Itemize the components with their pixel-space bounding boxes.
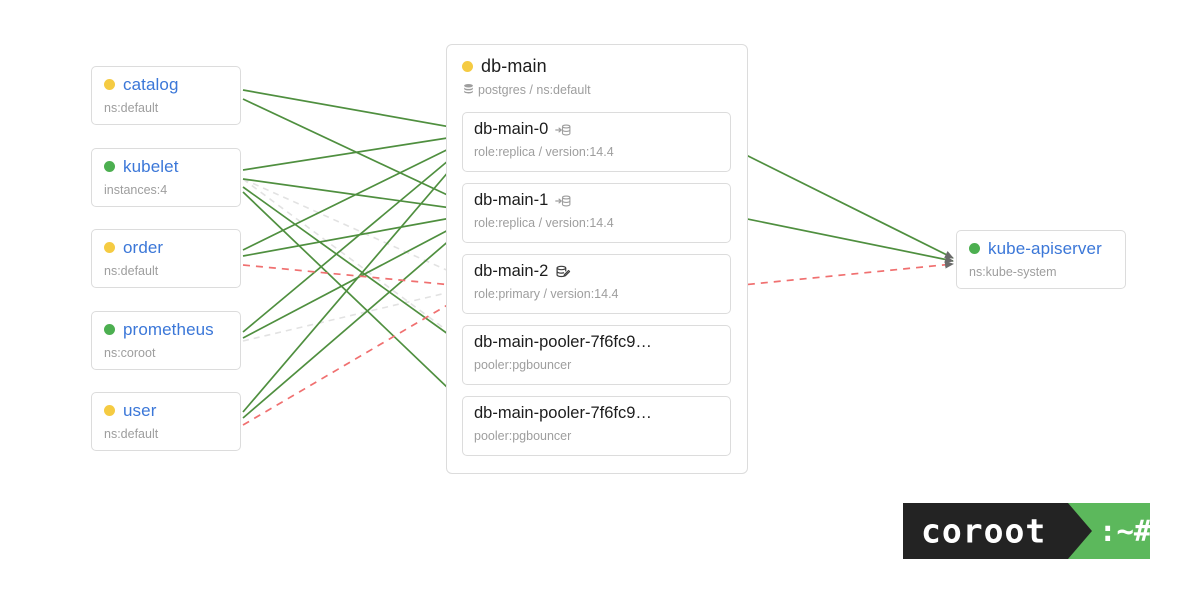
node-subtitle: ns:default [104,263,159,278]
logo-arrow-shape [1068,503,1092,559]
node-title: prometheus [104,321,228,339]
service-node-catalog[interactable]: catalog ns:default [91,66,241,125]
instance-node-db-main-1[interactable]: db-main-1 role:replica / version:14.4 [462,183,731,243]
status-dot-warning [462,60,473,72]
database-primary-icon [555,264,571,280]
database-replica-icon [555,193,571,209]
service-node-order[interactable]: order ns:default [91,229,241,288]
node-name[interactable]: order [123,238,164,257]
service-node-user[interactable]: user ns:default [91,392,241,451]
node-title: user [104,402,228,420]
instance-name[interactable]: db-main-2 [474,263,549,280]
group-subtitle-text: postgres / ns:default [478,82,591,97]
node-title: kubelet [104,158,228,176]
node-name[interactable]: kube-apiserver [988,239,1102,258]
service-node-kubelet[interactable]: kubelet instances:4 [91,148,241,207]
instance-node-db-main-pooler-a[interactable]: db-main-pooler-7f6fc9… pooler:pgbouncer [462,325,731,385]
node-subtitle: instances:4 [104,182,168,197]
node-title: order [104,239,228,257]
instance-name[interactable]: db-main-pooler-7f6fc9… [474,334,652,351]
instance-subtitle: role:replica / version:14.4 [474,145,614,160]
instance-title: db-main-pooler-7f6fc9… [474,405,719,422]
instance-title: db-main-0 [474,121,719,138]
node-name[interactable]: prometheus [123,320,214,339]
status-dot-warning [104,242,115,254]
group-children: db-main-0 role:replica / version:14.4 db… [462,112,731,467]
coroot-logo: coroot :~# [903,503,1152,559]
instance-node-db-main-0[interactable]: db-main-0 role:replica / version:14.4 [462,112,731,172]
service-node-prometheus[interactable]: prometheus ns:coroot [91,311,241,370]
status-dot-ok [104,161,115,173]
service-group-db-main[interactable]: db-main postgres / ns:default db-main-0 [446,44,748,474]
instance-title: db-main-pooler-7f6fc9… [474,334,719,351]
node-name[interactable]: user [123,401,157,420]
instance-subtitle: role:primary / version:14.4 [474,287,619,302]
instance-title: db-main-2 [474,263,719,280]
logo-dark-block [903,503,1068,559]
instance-name[interactable]: db-main-0 [474,121,549,138]
status-dot-ok [104,324,115,336]
instance-title: db-main-1 [474,192,719,209]
instance-name[interactable]: db-main-pooler-7f6fc9… [474,405,652,422]
instance-subtitle: pooler:pgbouncer [474,429,572,444]
status-dot-warning [104,79,115,91]
instance-name[interactable]: db-main-1 [474,192,549,209]
edge-group-gray-dashed [242,178,481,356]
status-dot-ok [969,243,980,255]
group-subtitle: postgres / ns:default [462,83,732,97]
service-node-kube-apiserver[interactable]: kube-apiserver ns:kube-system [956,230,1126,289]
database-icon [462,83,475,96]
node-subtitle: ns:default [104,426,159,441]
logo-prompt-text: :~# [1099,514,1152,548]
node-title: catalog [104,76,228,94]
instance-node-db-main-2[interactable]: db-main-2 role:primary / version:14.4 [462,254,731,314]
node-subtitle: ns:default [104,100,159,115]
instance-subtitle: role:replica / version:14.4 [474,216,614,231]
database-replica-icon [555,122,571,138]
group-title: db-main [462,57,732,76]
node-name[interactable]: catalog [123,75,179,94]
status-dot-warning [104,405,115,417]
node-name[interactable]: kubelet [123,157,179,176]
node-subtitle: ns:coroot [104,345,156,360]
node-subtitle: ns:kube-system [969,264,1057,279]
node-title: kube-apiserver [969,240,1113,258]
instance-subtitle: pooler:pgbouncer [474,358,572,373]
group-name[interactable]: db-main [481,56,547,76]
logo-wordmark: coroot [921,511,1047,551]
instance-node-db-main-pooler-b[interactable]: db-main-pooler-7f6fc9… pooler:pgbouncer [462,396,731,456]
